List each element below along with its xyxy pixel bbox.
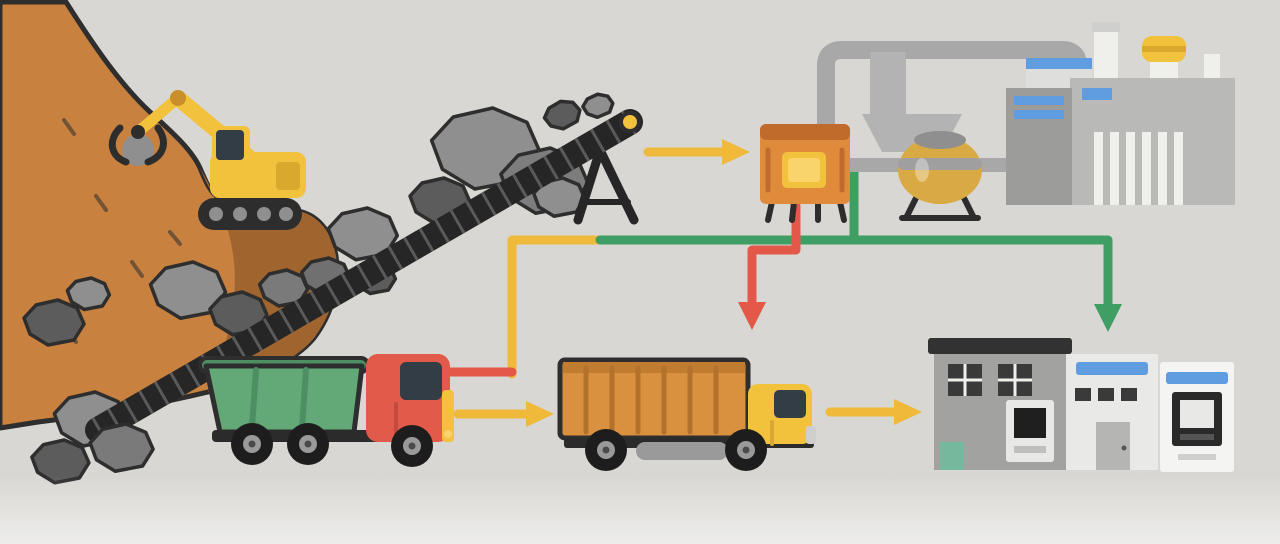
atm-screen bbox=[1014, 408, 1046, 438]
factory-icon bbox=[1006, 22, 1235, 205]
facade-stripes bbox=[1094, 132, 1183, 205]
furnace-icon bbox=[760, 124, 850, 223]
ground-highlight bbox=[0, 476, 1280, 544]
hill-texture bbox=[62, 118, 182, 344]
belt-tread bbox=[91, 110, 637, 442]
front-grille bbox=[442, 390, 454, 442]
store-window bbox=[1098, 388, 1114, 401]
store-door bbox=[940, 442, 964, 470]
wheel bbox=[585, 429, 627, 471]
conveyor-belt-icon bbox=[85, 109, 643, 443]
store-buildings bbox=[928, 338, 1234, 472]
factory-window bbox=[1082, 88, 1112, 100]
claw-icon bbox=[108, 124, 167, 166]
wheel bbox=[391, 425, 433, 467]
excavator-icon bbox=[108, 90, 306, 230]
arrow-dump-truck-to-cargo-truck bbox=[453, 401, 554, 427]
tracks bbox=[198, 198, 302, 230]
bumper bbox=[806, 426, 816, 444]
line-branch-yellow-left bbox=[507, 235, 607, 379]
cab-window bbox=[216, 130, 244, 160]
wheel bbox=[725, 429, 767, 471]
grabbed-rock bbox=[122, 134, 154, 166]
belt-pulley bbox=[619, 111, 641, 133]
store-window bbox=[1121, 388, 1137, 401]
vending-kiosk-icon bbox=[1160, 362, 1234, 472]
kiosk-sign bbox=[1166, 372, 1228, 384]
crucible-stand bbox=[899, 195, 981, 221]
window-slat bbox=[1014, 96, 1064, 105]
store-window bbox=[1075, 388, 1091, 401]
storefront-icon-2 bbox=[1066, 354, 1158, 470]
duct bbox=[870, 52, 906, 116]
storefront-icon bbox=[928, 338, 1072, 470]
store-b-sign bbox=[1076, 362, 1148, 375]
cab-window bbox=[774, 390, 806, 418]
arrow-conveyor-to-furnace bbox=[643, 139, 750, 165]
headlight bbox=[444, 430, 452, 438]
factory-tower bbox=[1006, 88, 1072, 205]
arrow-factory-to-stores bbox=[595, 161, 1122, 332]
cargo-truck-icon bbox=[557, 357, 816, 471]
store-a-roof bbox=[928, 338, 1072, 354]
crucible-icon bbox=[898, 131, 982, 221]
wheel bbox=[287, 423, 329, 465]
chimney bbox=[1094, 24, 1118, 80]
plank-lines bbox=[583, 365, 719, 435]
wheel bbox=[231, 423, 273, 465]
arrow-furnace-to-cargo-truck bbox=[738, 201, 801, 330]
arrow-cargo-truck-to-stores bbox=[825, 399, 922, 425]
furnace-legs bbox=[765, 199, 847, 223]
dump-bed bbox=[203, 363, 365, 435]
dump-truck-icon bbox=[198, 354, 454, 467]
conveyor-support bbox=[573, 145, 639, 225]
stick bbox=[132, 92, 184, 138]
fuel-tank bbox=[636, 442, 728, 460]
cab-window bbox=[400, 362, 442, 400]
window-slat bbox=[1014, 110, 1064, 119]
